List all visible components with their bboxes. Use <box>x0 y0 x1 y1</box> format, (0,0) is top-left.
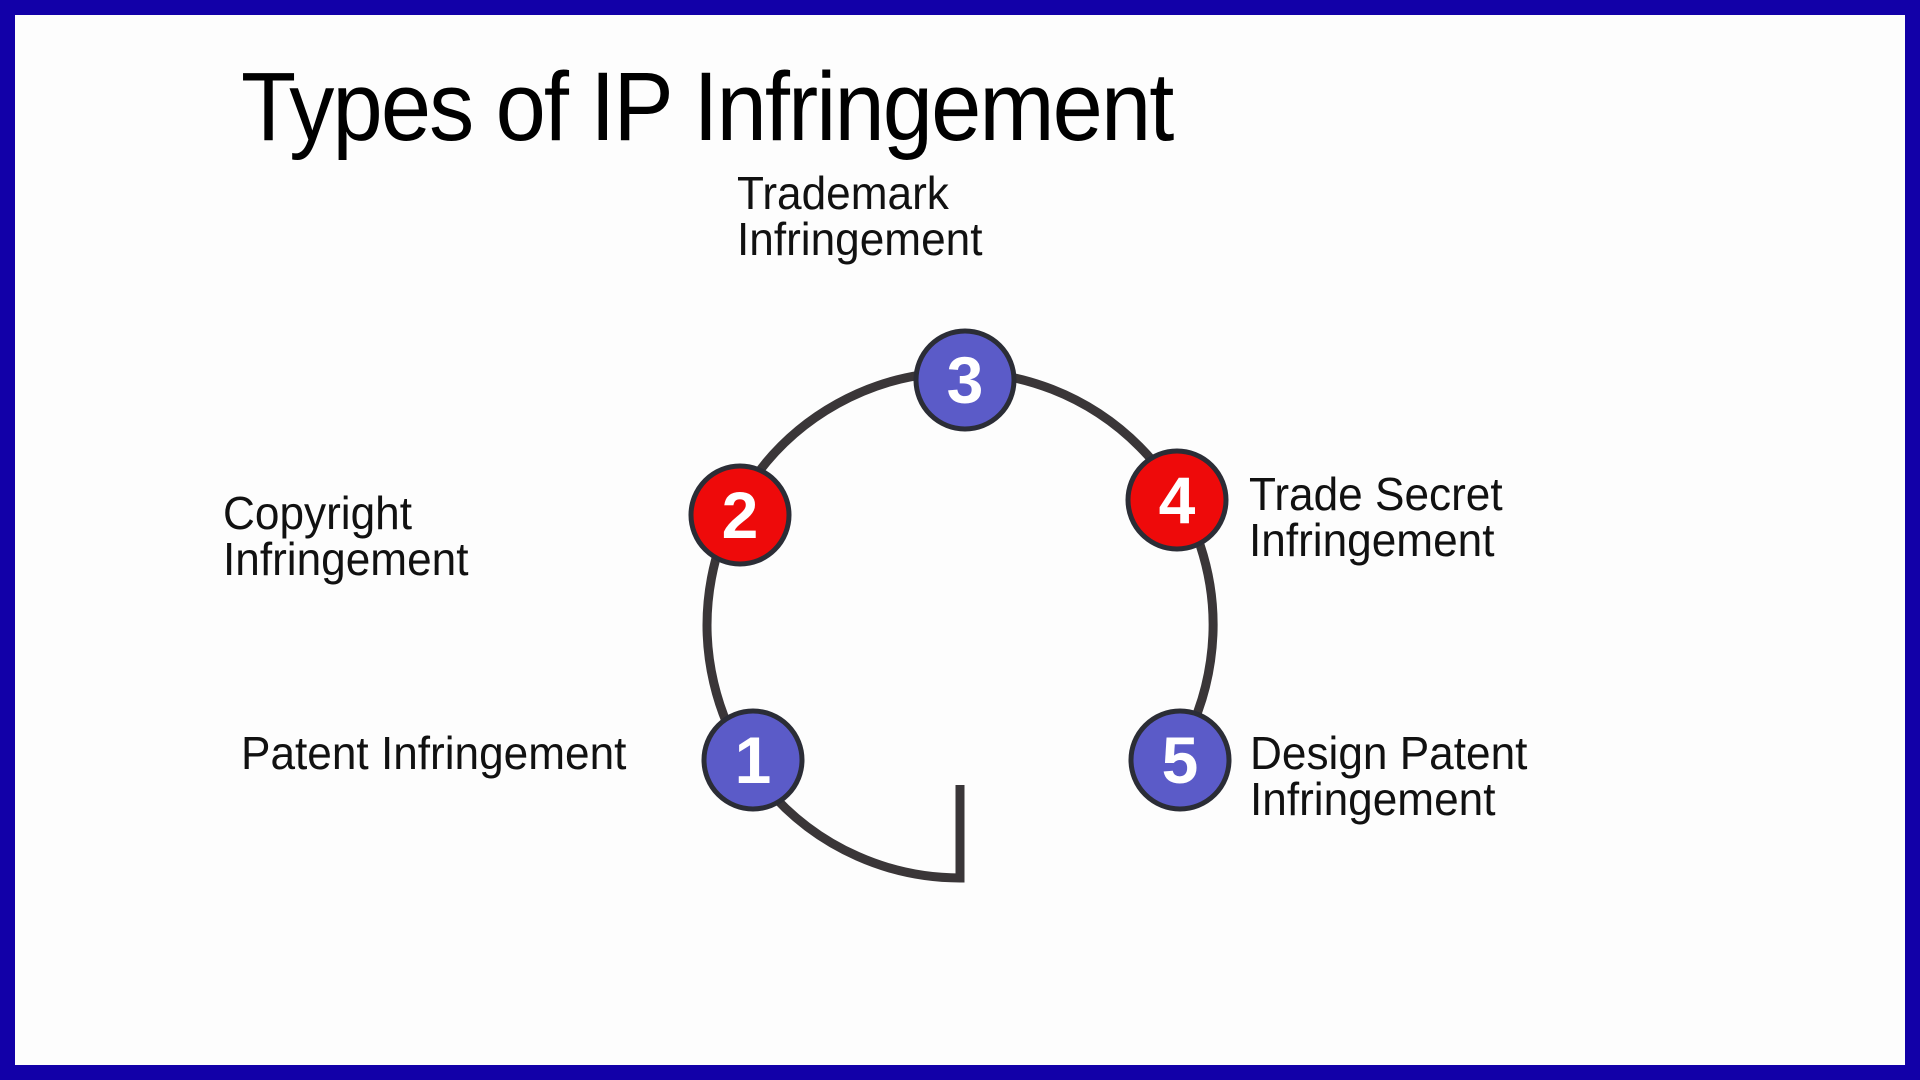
node-5: 5 <box>1128 708 1232 812</box>
node-4: 4 <box>1125 448 1229 552</box>
node-circle <box>1125 448 1229 552</box>
label-line: Infringement <box>223 533 469 585</box>
node-number: 5 <box>1162 723 1199 797</box>
label-line: Infringement <box>1250 773 1496 825</box>
connector-arc <box>702 367 1218 883</box>
slide <box>15 15 1905 1065</box>
node-circle <box>701 708 805 812</box>
label-line: Trade Secret <box>1249 468 1503 520</box>
node-number: 2 <box>722 478 759 552</box>
label-patent: Patent Infringement <box>241 730 626 776</box>
label-design-patent: Design Patent Infringement <box>1250 730 1527 822</box>
node-number: 4 <box>1159 463 1196 537</box>
label-trademark: Trademark Infringement <box>737 170 982 262</box>
node-3: 3 <box>913 328 1017 432</box>
slide-title: Types of IP Infringement <box>241 52 1174 161</box>
node-number: 3 <box>947 343 984 417</box>
label-line: Trademark <box>737 167 949 219</box>
label-line: Infringement <box>737 213 983 265</box>
node-circle <box>688 463 792 567</box>
node-number: 1 <box>735 723 772 797</box>
label-line: Patent Infringement <box>241 727 627 779</box>
label-line: Design Patent <box>1250 727 1528 779</box>
node-2: 2 <box>688 463 792 567</box>
label-trade-secret: Trade Secret Infringement <box>1249 471 1503 563</box>
label-line: Infringement <box>1249 514 1495 566</box>
label-line: Copyright <box>223 487 412 539</box>
node-circle <box>1128 708 1232 812</box>
label-copyright: Copyright Infringement <box>223 490 468 582</box>
node-circle <box>913 328 1017 432</box>
node-1: 1 <box>701 708 805 812</box>
